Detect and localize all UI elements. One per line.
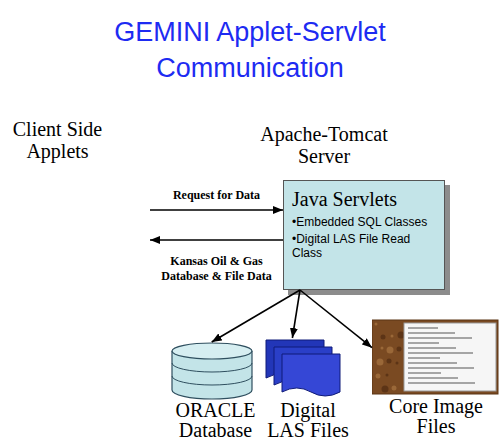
data-flow-arrow — [150, 209, 283, 211]
client-label-node: Client Side Applets — [0, 118, 150, 253]
report-line — [408, 343, 439, 344]
report-line — [408, 353, 473, 354]
core-texture — [376, 374, 381, 379]
core-texture — [382, 386, 389, 393]
shape-icon — [168, 342, 263, 400]
core-texture — [375, 323, 378, 326]
report-line — [408, 348, 456, 349]
data-flow-arrow — [150, 239, 283, 241]
report-line — [408, 373, 441, 374]
server-box: Apache-Tomcat ServerJava Servlets•Embedd… — [283, 180, 445, 290]
server-heading: Apache-Tomcat Server — [244, 123, 404, 167]
report-line — [408, 328, 438, 329]
data-flow-arrow — [300, 290, 372, 348]
box-title: Java Servlets — [292, 187, 436, 211]
data-flow-arrow — [212, 290, 300, 342]
core-texture — [386, 374, 389, 377]
cylinder-ring — [172, 376, 252, 385]
shape-icon — [372, 318, 500, 396]
core-texture — [381, 335, 386, 340]
client-label: Client Side Applets — [0, 118, 115, 162]
report-line — [408, 338, 472, 339]
data-flow-arrow — [292, 290, 300, 338]
shape-icon — [262, 338, 354, 400]
image-file: Core Image Files — [372, 318, 500, 436]
cylinder-top — [172, 343, 252, 359]
bullet-item: •Embedded SQL Classes — [292, 215, 436, 229]
file-label: Digital LAS Files — [262, 400, 354, 440]
core-texture — [397, 347, 402, 352]
file-sheet — [282, 354, 340, 396]
core-texture — [377, 359, 384, 366]
core-texture — [391, 335, 394, 338]
file-label: ORACLE Database — [168, 400, 263, 440]
file-stack: Digital LAS Files — [262, 338, 354, 440]
core-photo — [372, 320, 498, 394]
flow-label: Request for Data — [149, 188, 284, 203]
report-line — [408, 378, 458, 379]
core-texture — [387, 359, 392, 364]
bullet-item: •Digital LAS File Read Class — [292, 232, 436, 260]
report-line — [408, 363, 457, 364]
diagram-title: GEMINI Applet-Servlet Communication — [40, 14, 460, 86]
core-texture — [398, 332, 405, 339]
report-line — [408, 333, 455, 334]
flow-label: Kansas Oil & Gas Database & File Data — [149, 254, 284, 284]
file-label: Core Image Files — [372, 396, 500, 436]
core-texture — [387, 347, 394, 354]
report-line — [408, 358, 440, 359]
core-texture — [381, 347, 384, 350]
report-line — [408, 368, 474, 369]
report-panel — [404, 323, 496, 391]
core-texture — [392, 386, 397, 391]
cylinder-ring — [172, 363, 252, 372]
database-cylinder: ORACLE Database — [168, 342, 263, 440]
core-texture — [396, 362, 399, 365]
report-line — [408, 383, 475, 384]
